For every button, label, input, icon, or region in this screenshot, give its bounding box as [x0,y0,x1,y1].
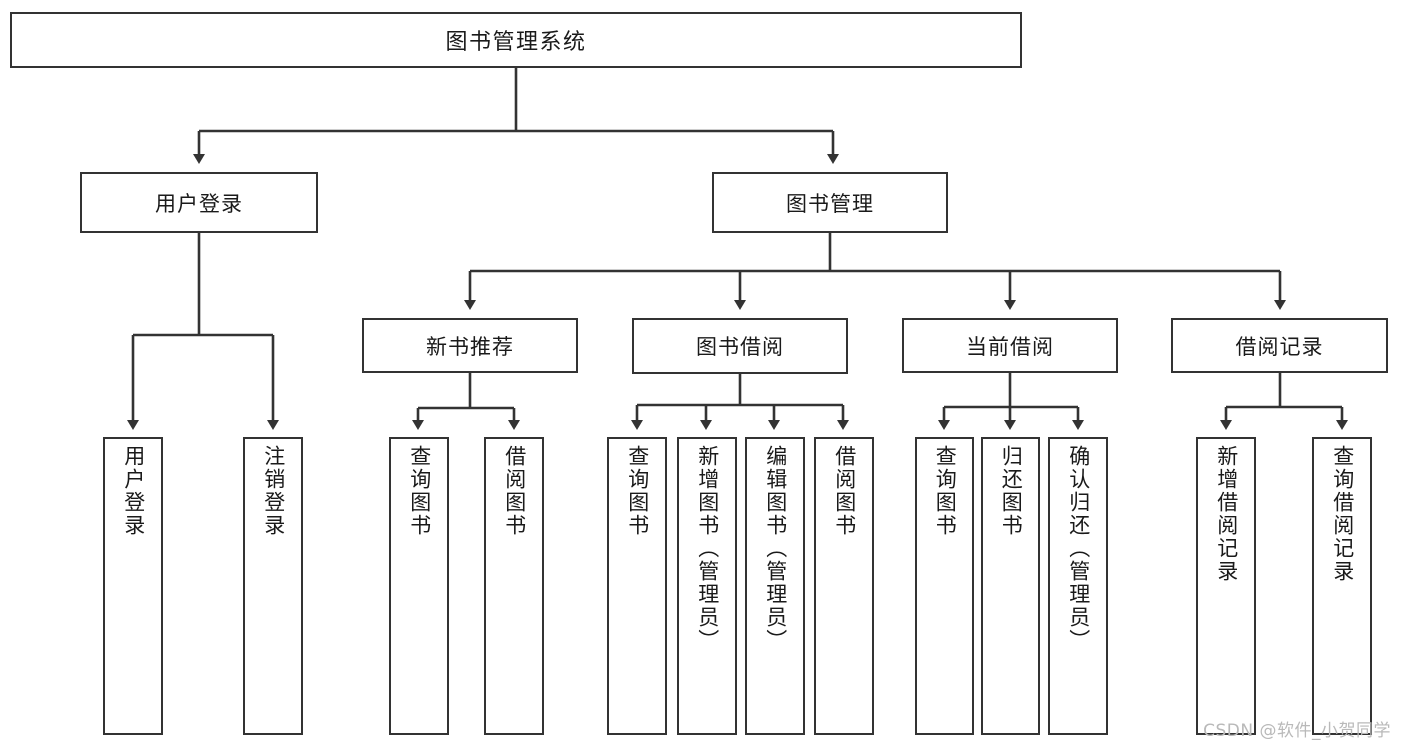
leaf-query-book-current-label: 查询图书 [933,445,958,537]
leaf-query-book-recommend[interactable]: 查询图书 [389,437,449,735]
leaf-confirm-return-admin-label: 确认归还（管理员） [1066,445,1091,652]
leaf-logout[interactable]: 注销登录 [243,437,303,735]
leaf-query-borrow-record-label: 查询借阅记录 [1330,445,1355,583]
leaf-edit-book-admin[interactable]: 编辑图书（管理员） [745,437,805,735]
node-current-borrow-label: 当前借阅 [966,334,1054,359]
leaf-confirm-return-admin[interactable]: 确认归还（管理员） [1048,437,1108,735]
leaf-user-login[interactable]: 用户登录 [103,437,163,735]
leaf-borrow-book-recommend-label: 借阅图书 [502,445,527,537]
node-book-management[interactable]: 图书管理 [712,172,948,233]
leaf-borrow-book[interactable]: 借阅图书 [814,437,874,735]
leaf-add-book-admin[interactable]: 新增图书（管理员） [677,437,737,735]
leaf-query-book-borrow[interactable]: 查询图书 [607,437,667,735]
node-book-borrow[interactable]: 图书借阅 [632,318,848,374]
leaf-edit-book-admin-label: 编辑图书（管理员） [763,445,788,652]
leaf-add-book-admin-label: 新增图书（管理员） [695,445,720,652]
node-current-borrow[interactable]: 当前借阅 [902,318,1118,373]
leaf-borrow-book-label: 借阅图书 [832,445,857,537]
leaf-query-book-current[interactable]: 查询图书 [915,437,974,735]
leaf-return-book-label: 归还图书 [999,445,1024,537]
node-borrow-records-label: 借阅记录 [1235,334,1324,359]
node-book-borrow-label: 图书借阅 [696,335,784,359]
watermark: CSDN @软件_小贺同学 [1203,721,1391,741]
node-new-book-recommend[interactable]: 新书推荐 [362,318,578,373]
node-book-management-label: 图书管理 [786,191,874,216]
leaf-borrow-book-recommend[interactable]: 借阅图书 [484,437,544,735]
node-root-label: 图书管理系统 [445,30,587,55]
node-user-login-label: 用户登录 [155,191,243,216]
leaf-add-borrow-record-label: 新增借阅记录 [1214,445,1239,583]
node-borrow-records[interactable]: 借阅记录 [1171,318,1388,373]
leaf-query-borrow-record[interactable]: 查询借阅记录 [1312,437,1372,735]
node-root[interactable]: 图书管理系统 [10,12,1022,68]
leaf-query-book-recommend-label: 查询图书 [407,445,432,537]
leaf-return-book[interactable]: 归还图书 [981,437,1040,735]
leaf-user-login-label: 用户登录 [121,445,146,537]
leaf-add-borrow-record[interactable]: 新增借阅记录 [1196,437,1256,735]
node-user-login[interactable]: 用户登录 [80,172,318,233]
node-new-book-recommend-label: 新书推荐 [426,334,514,359]
leaf-query-book-borrow-label: 查询图书 [625,445,650,537]
leaf-logout-label: 注销登录 [261,445,286,537]
